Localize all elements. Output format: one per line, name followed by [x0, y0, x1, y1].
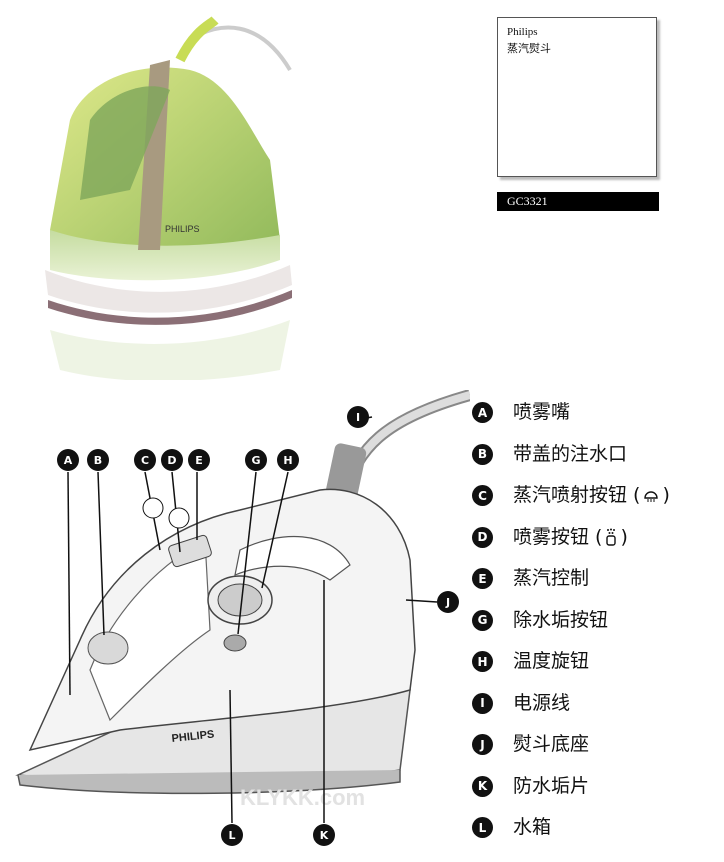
legend-label: 蒸汽控制 [513, 567, 590, 589]
legend-item-k: K 防水垢片 [472, 772, 724, 814]
legend-badge: A [472, 402, 493, 423]
legend-label: 熨斗底座 [513, 733, 590, 755]
svg-text:E: E [195, 454, 203, 467]
svg-text:I: I [356, 411, 360, 424]
legend-badge: I [472, 692, 493, 714]
svg-text:L: L [228, 829, 235, 842]
callout-A: A [57, 449, 79, 471]
iron-brand-text: PHILIPS [171, 729, 215, 745]
legend-label: 温度旋钮 [513, 650, 590, 672]
callout-E: E [188, 449, 210, 471]
legend-item-l: L 水箱 [472, 813, 724, 855]
legend-badge: D [472, 526, 493, 548]
parts-legend: A 喷雾嘴 B 带盖的注水口 C 蒸汽喷射按钮 () D 喷雾按钮 () E 蒸… [472, 398, 724, 855]
svg-text:K: K [320, 829, 329, 842]
legend-label: 喷雾按钮 ( [513, 525, 603, 548]
callout-B: B [87, 449, 109, 471]
legend-label: 喷雾嘴 [513, 401, 571, 423]
legend-badge: C [472, 485, 493, 506]
legend-badge: E [472, 568, 493, 589]
spray-icon [606, 528, 617, 546]
legend-item-c: C 蒸汽喷射按钮 () [472, 481, 724, 523]
svg-text:D: D [167, 454, 176, 467]
svg-text:H: H [283, 454, 292, 467]
legend-close: ) [620, 525, 628, 548]
brand-box: Philips 蒸汽熨斗 [497, 17, 657, 177]
legend-badge: B [472, 443, 493, 465]
legend-badge: H [472, 651, 493, 672]
callout-I: I [347, 406, 369, 428]
callout-H: H [277, 449, 299, 471]
legend-label: 水箱 [513, 816, 552, 838]
legend-item-j: J 熨斗底座 [472, 730, 724, 772]
legend-label: 电源线 [513, 691, 571, 714]
callout-C: C [134, 449, 156, 471]
legend-label-wrap: 喷雾按钮 () [513, 523, 628, 551]
callout-K: K [313, 824, 335, 846]
svg-text:G: G [251, 454, 260, 467]
legend-item-d: D 喷雾按钮 () [472, 523, 724, 565]
legend-badge: G [472, 609, 493, 631]
callout-D: D [161, 449, 183, 471]
legend-label: 蒸汽喷射按钮 ( [513, 484, 641, 506]
legend-item-a: A 喷雾嘴 [472, 398, 724, 440]
legend-badge: K [472, 775, 493, 797]
svg-text:C: C [141, 454, 149, 467]
model-number: GC3321 [497, 192, 659, 211]
legend-item-i: I 电源线 [472, 689, 724, 731]
legend-label: 除水垢按钮 [513, 608, 609, 631]
svg-text:A: A [64, 454, 73, 467]
legend-item-b: B 带盖的注水口 [472, 440, 724, 482]
svg-text:B: B [94, 454, 102, 467]
legend-badge: J [472, 734, 493, 755]
product-name: 蒸汽熨斗 [507, 42, 551, 55]
watermark: KLYKK.com [240, 785, 365, 810]
legend-item-h: H 温度旋钮 [472, 647, 724, 689]
product-photo: PHILIPS [45, 16, 292, 380]
callout-G: G [245, 449, 267, 471]
legend-item-e: E 蒸汽控制 [472, 564, 724, 606]
legend-label-wrap: 蒸汽喷射按钮 () [513, 481, 670, 509]
iron-diagram: PHILIPS KLYKK.com A B C D E G H I J K L [15, 390, 470, 846]
photo-brand-text: PHILIPS [165, 224, 200, 234]
legend-label: 防水垢片 [513, 774, 590, 797]
callout-L: L [221, 824, 243, 846]
legend-badge: L [472, 817, 493, 838]
steam-shot-icon [644, 491, 659, 502]
brand-name: Philips [507, 26, 538, 38]
legend-item-g: G 除水垢按钮 [472, 606, 724, 648]
legend-label: 带盖的注水口 [513, 442, 628, 465]
legend-close: ) [662, 484, 670, 506]
svg-text:J: J [445, 596, 450, 609]
callout-J: J [437, 591, 459, 613]
